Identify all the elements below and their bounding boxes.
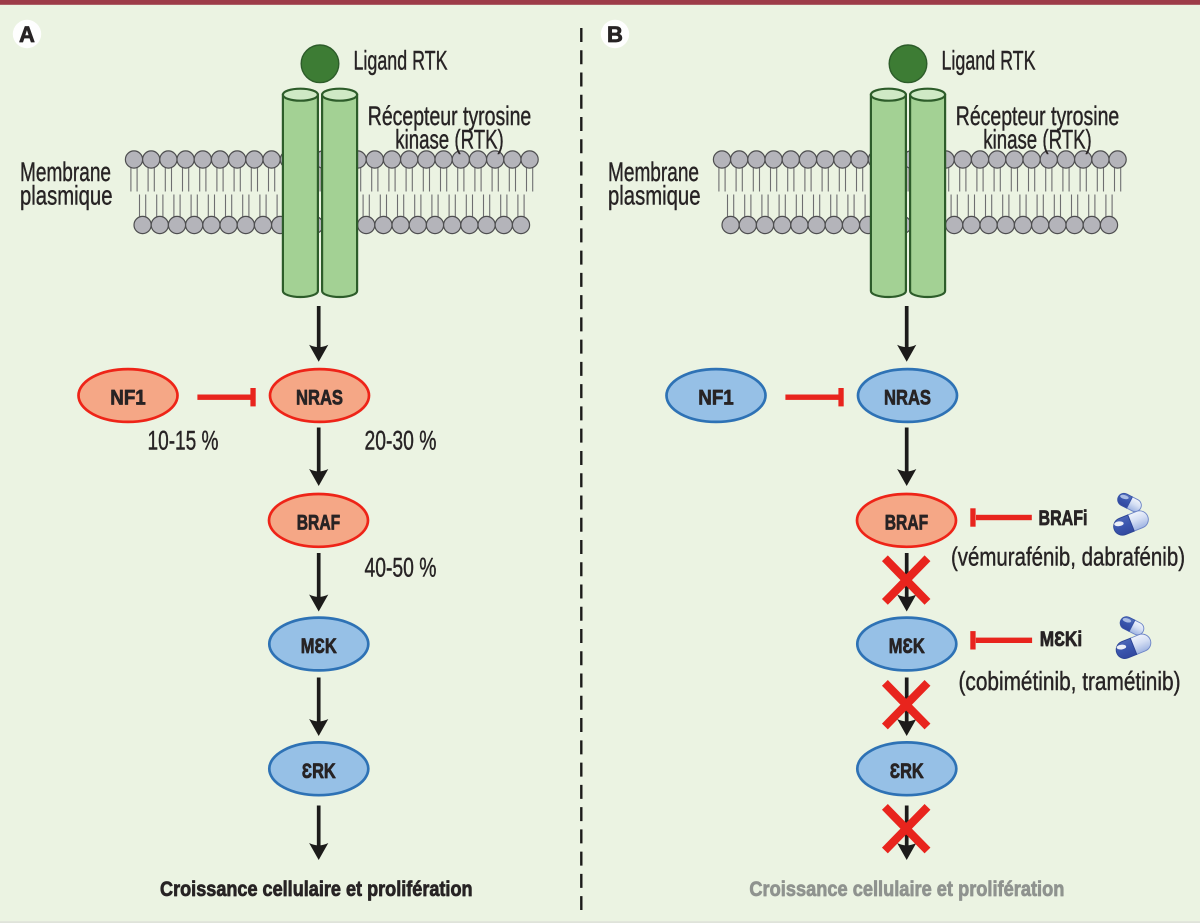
svg-text:Récepteur tyrosine: Récepteur tyrosine bbox=[956, 101, 1120, 131]
svg-text:NRAS: NRAS bbox=[296, 387, 343, 410]
svg-text:ƐRK: ƐRK bbox=[890, 760, 924, 783]
svg-text:ƐRK: ƐRK bbox=[302, 760, 336, 783]
svg-text:BRAF: BRAF bbox=[885, 512, 929, 535]
svg-text:Ligand RTK: Ligand RTK bbox=[354, 46, 448, 76]
svg-text:NF1: NF1 bbox=[110, 387, 146, 410]
svg-text:MƐKi: MƐKi bbox=[1040, 628, 1083, 651]
svg-text:Ligand RTK: Ligand RTK bbox=[942, 46, 1036, 76]
svg-text:Membrane: Membrane bbox=[20, 157, 111, 187]
svg-text:40-50 %: 40-50 % bbox=[365, 553, 437, 583]
svg-text:BRAFi: BRAFi bbox=[1039, 507, 1088, 530]
svg-text:20-30 %: 20-30 % bbox=[365, 426, 437, 456]
svg-text:BRAF: BRAF bbox=[297, 512, 341, 535]
svg-text:NRAS: NRAS bbox=[884, 387, 931, 410]
svg-text:plasmique: plasmique bbox=[608, 181, 701, 211]
svg-text:Récepteur tyrosine: Récepteur tyrosine bbox=[368, 101, 532, 131]
svg-text:A: A bbox=[19, 22, 35, 47]
svg-text:(vémurafénib, dabrafénib): (vémurafénib, dabrafénib) bbox=[951, 541, 1185, 571]
svg-text:Croissance cellulaire et proli: Croissance cellulaire et prolifération bbox=[749, 878, 1064, 901]
svg-text:MƐK: MƐK bbox=[301, 635, 337, 658]
svg-text:B: B bbox=[607, 22, 623, 47]
svg-text:MƐK: MƐK bbox=[889, 635, 925, 658]
svg-text:kinase (RTK): kinase (RTK) bbox=[983, 125, 1092, 155]
svg-text:Croissance cellulaire et proli: Croissance cellulaire et prolifération bbox=[160, 878, 473, 901]
svg-text:NF1: NF1 bbox=[698, 387, 734, 410]
svg-text:10-15 %: 10-15 % bbox=[148, 426, 219, 456]
svg-text:kinase (RTK): kinase (RTK) bbox=[395, 125, 504, 155]
svg-text:Membrane: Membrane bbox=[608, 157, 699, 187]
svg-text:(cobimétinib, tramétinib): (cobimétinib, tramétinib) bbox=[959, 666, 1181, 696]
svg-text:plasmique: plasmique bbox=[20, 181, 113, 211]
